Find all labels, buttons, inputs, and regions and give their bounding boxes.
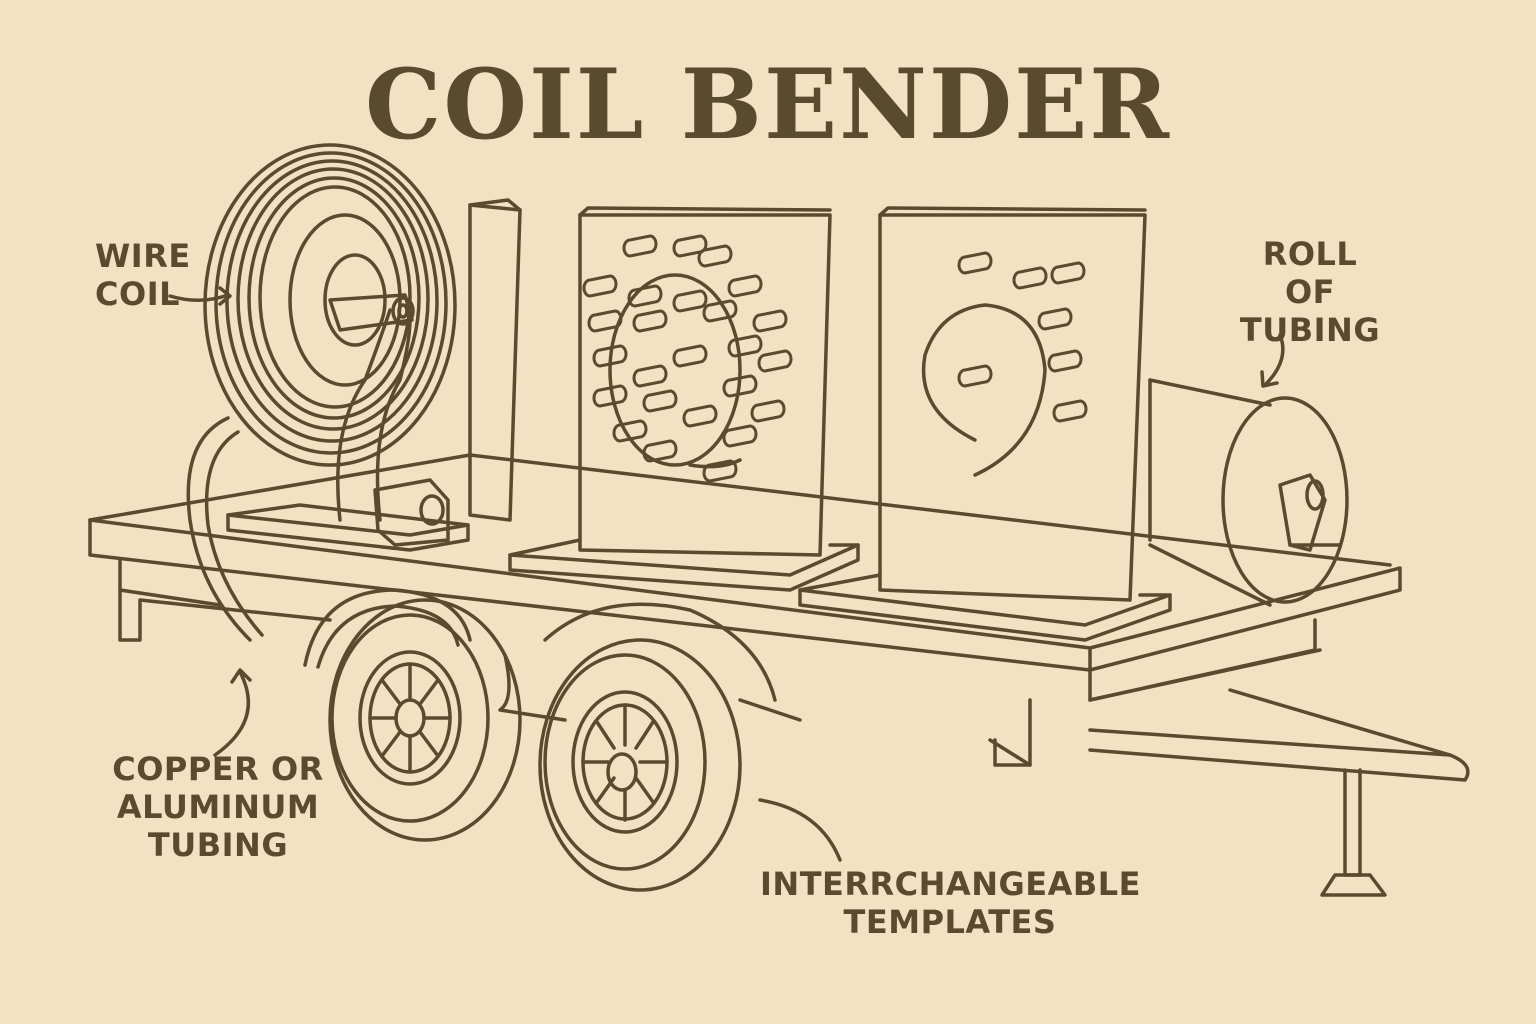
template-peg: [1052, 263, 1084, 283]
label-roll-line-1: ROLL: [1220, 235, 1400, 273]
template-peg: [594, 386, 626, 406]
template-peg: [589, 311, 621, 331]
template-peg: [724, 426, 756, 446]
template-peg: [729, 336, 761, 356]
template-peg: [674, 346, 706, 366]
template-peg: [634, 366, 666, 386]
trailer-tongue: [1090, 650, 1468, 780]
template-peg: [699, 246, 731, 266]
wheel-front: [330, 600, 520, 840]
template-peg: [624, 236, 656, 256]
label-wire-coil-line-1: WIRE: [95, 237, 191, 275]
label-templates-line-1: INTERRCHANGEABLE: [760, 865, 1140, 903]
template-board-1: [510, 208, 858, 590]
template-peg: [704, 301, 736, 321]
label-roll-of-tubing: ROLL OF TUBING: [1220, 235, 1400, 349]
jack-stand: [1322, 770, 1385, 895]
template-peg: [684, 406, 716, 426]
template-peg: [1049, 351, 1081, 371]
label-wire-coil: WIRE COIL: [95, 237, 191, 313]
label-templates-line-2: TEMPLATES: [760, 903, 1140, 941]
wheel-rear: [540, 640, 740, 890]
template-peg: [959, 366, 991, 386]
template-peg: [584, 276, 616, 296]
wire-coil-stand: [228, 200, 520, 550]
template-peg: [752, 401, 784, 421]
label-copper-line-1: COPPER OR: [108, 750, 328, 788]
leader-arrows: [170, 288, 1283, 860]
label-copper-tubing: COPPER OR ALUMINUM TUBING: [108, 750, 328, 864]
label-wire-coil-line-2: COIL: [95, 275, 191, 313]
template-peg: [1014, 268, 1046, 288]
template-peg: [644, 391, 676, 411]
label-templates: INTERRCHANGEABLE TEMPLATES: [760, 865, 1140, 941]
template-peg: [754, 311, 786, 331]
label-roll-line-2: OF TUBING: [1220, 273, 1400, 349]
template-peg: [674, 291, 706, 311]
template-peg: [614, 421, 646, 441]
template-peg: [634, 311, 666, 331]
label-copper-line-2: ALUMINUM: [108, 788, 328, 826]
template-peg: [959, 253, 991, 273]
template-pegs: [584, 236, 1086, 481]
template-peg: [729, 276, 761, 296]
axle-bracket: [500, 655, 800, 720]
template-peg: [759, 351, 791, 371]
label-copper-line-3: TUBING: [108, 826, 328, 864]
template-peg: [1039, 309, 1071, 329]
roll-of-tubing: [1150, 380, 1347, 605]
template-peg: [1054, 401, 1086, 421]
template-board-2: [800, 208, 1170, 640]
trailer-deck: [90, 455, 1400, 765]
